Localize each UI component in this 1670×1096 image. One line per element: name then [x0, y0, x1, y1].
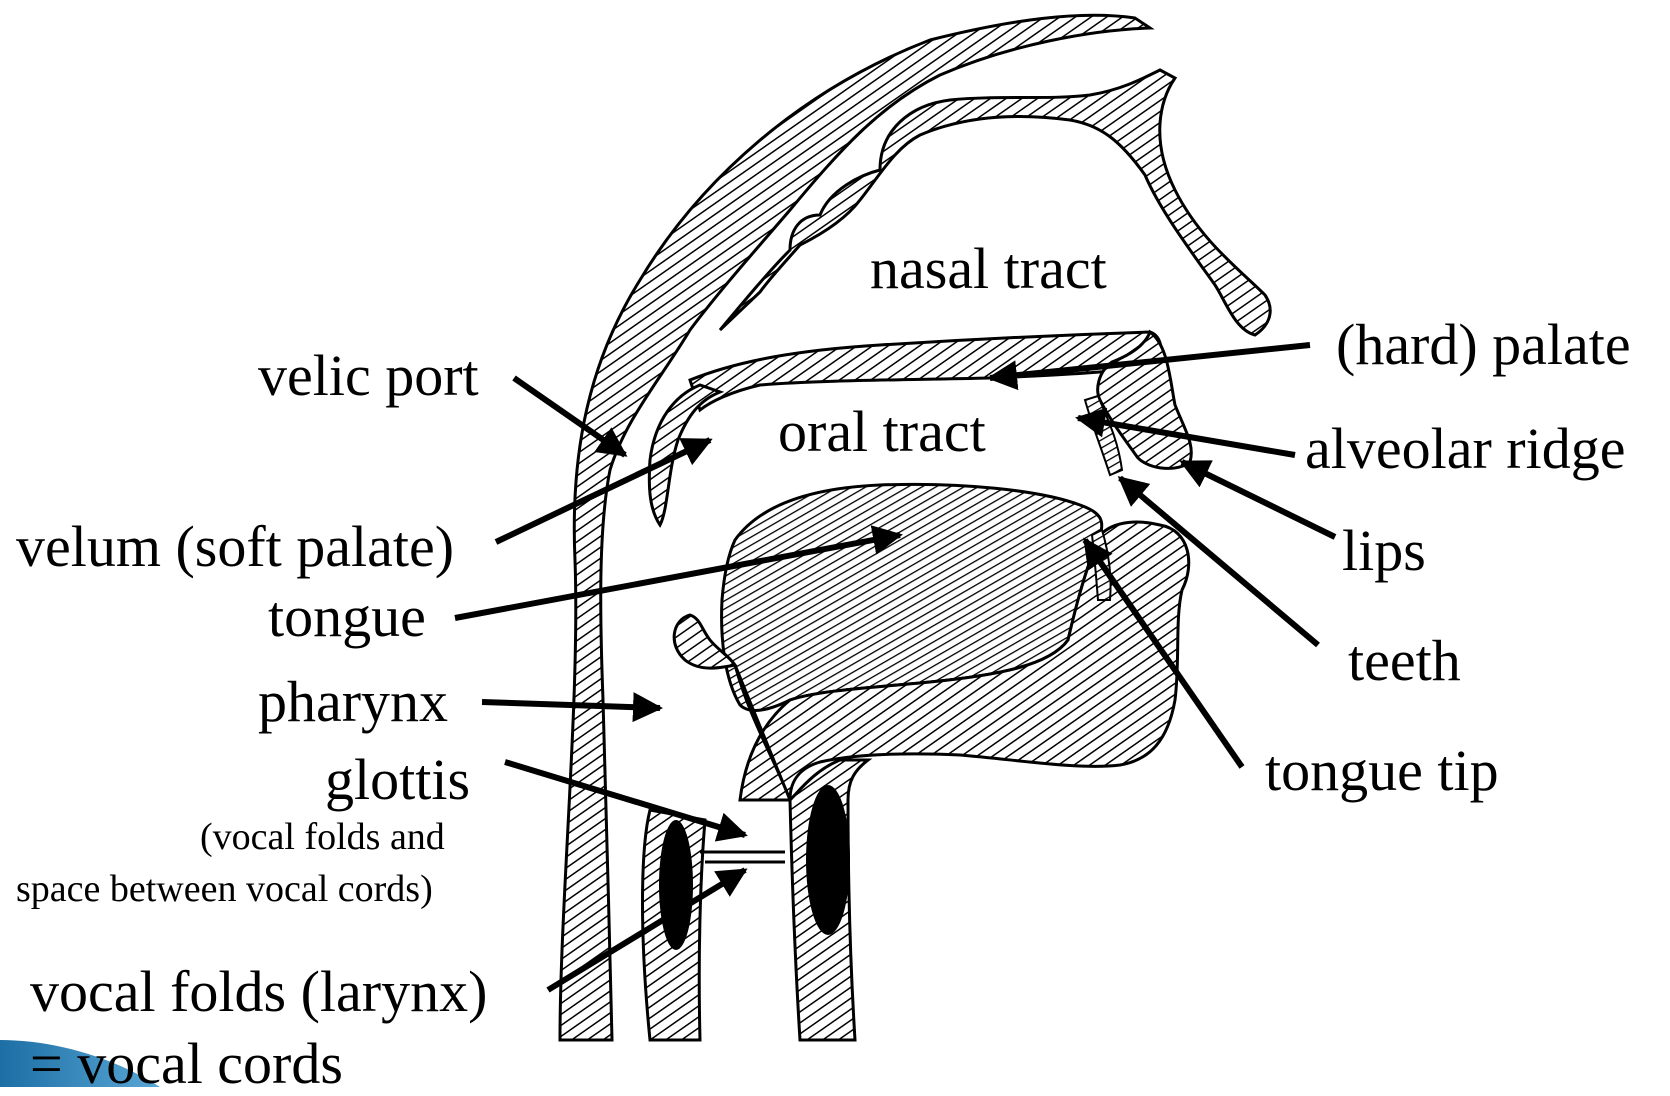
label-vocal-folds: vocal folds (larynx) [30, 963, 487, 1021]
front-vocal-fold [806, 785, 850, 935]
label-pharynx: pharynx [258, 673, 448, 731]
label-velum: velum (soft palate) [16, 518, 454, 576]
label-oral-tract: oral tract [778, 403, 986, 461]
arrow-pharynx [482, 702, 660, 708]
label-nasal-tract: nasal tract [870, 240, 1107, 298]
label-lips: lips [1342, 522, 1426, 580]
label-alveolar-ridge: alveolar ridge [1305, 420, 1625, 478]
label-glottis-note-2: space between vocal cords) [16, 870, 433, 908]
label-vocal-cords: = vocal cords [30, 1035, 343, 1093]
label-velic-port: velic port [258, 347, 479, 405]
label-tongue-tip: tongue tip [1265, 742, 1499, 800]
label-hard-palate: (hard) palate [1336, 316, 1631, 374]
label-glottis-note-1: (vocal folds and [200, 818, 445, 856]
label-teeth: teeth [1348, 632, 1461, 690]
rear-vocal-fold-dark [659, 820, 693, 950]
arrow-glottis [505, 762, 745, 835]
label-glottis: glottis [325, 751, 470, 809]
label-tongue: tongue [268, 588, 426, 646]
